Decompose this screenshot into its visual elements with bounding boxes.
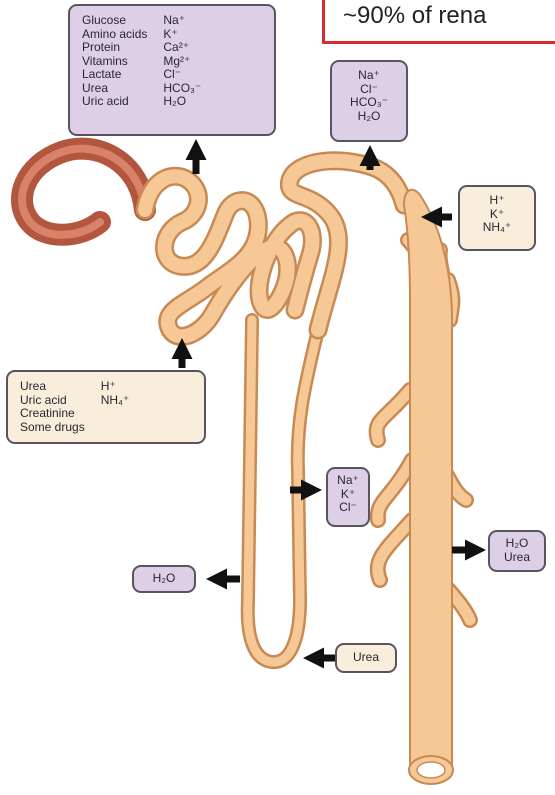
ion: Na⁺ — [163, 14, 201, 28]
secreted-organics: Urea Uric acid Creatinine Some drugs — [20, 380, 85, 434]
ion: Na⁺ — [332, 69, 406, 83]
loop-urea-box: Urea — [335, 643, 397, 673]
ion: HCO₃⁻ — [332, 96, 406, 110]
substance: Vitamins — [82, 55, 147, 69]
duct-reabsorption-box: H₂O Urea — [488, 530, 546, 572]
ion: Mg²⁺ — [163, 55, 201, 69]
ion: K⁺ — [328, 488, 368, 502]
ion: Cl⁻ — [328, 501, 368, 515]
ion: Na⁺ — [328, 474, 368, 488]
ion: NH₄⁺ — [101, 394, 130, 408]
substance: Urea — [20, 380, 85, 394]
substance: Creatinine — [20, 407, 85, 421]
ion: K⁺ — [460, 208, 534, 222]
substance: Urea — [490, 551, 544, 565]
ion: Cl⁻ — [163, 68, 201, 82]
descending-limb-box: H₂O — [132, 565, 196, 593]
ion: H₂O — [332, 110, 406, 124]
ascending-limb-box: Na⁺ K⁺ Cl⁻ — [326, 467, 370, 527]
ion: Cl⁻ — [332, 83, 406, 97]
substance: H₂O — [134, 572, 194, 586]
substance: Amino acids — [82, 28, 147, 42]
duct-secretion-box: H⁺ K⁺ NH₄⁺ — [458, 185, 536, 251]
distal-reabsorption-box: Na⁺ Cl⁻ HCO₃⁻ H₂O — [330, 60, 408, 142]
ion: NH₄⁺ — [460, 221, 534, 235]
substance: H₂O — [490, 537, 544, 551]
ion: Ca²⁺ — [163, 41, 201, 55]
ion: K⁺ — [163, 28, 201, 42]
ion: H⁺ — [460, 194, 534, 208]
substance: Lactate — [82, 68, 147, 82]
reabsorbed-ions: Na⁺ K⁺ Ca²⁺ Mg²⁺ Cl⁻ HCO₃⁻ H₂O — [163, 14, 201, 109]
bowmans-capsule — [22, 149, 145, 235]
proximal-convoluted-tubule — [145, 176, 312, 336]
substance: Uric acid — [82, 95, 147, 109]
reabsorbed-organics: Glucose Amino acids Protein Vitamins Lac… — [82, 14, 147, 109]
ion: H₂O — [163, 95, 201, 109]
callout-text: ~90% of rena — [343, 2, 486, 30]
secreted-ions: H⁺ NH₄⁺ — [101, 380, 130, 434]
proximal-secretion-box: Urea Uric acid Creatinine Some drugs H⁺ … — [6, 370, 206, 444]
substance: Uric acid — [20, 394, 85, 408]
substance: Some drugs — [20, 421, 85, 435]
collecting-duct — [377, 190, 470, 784]
substance: Protein — [82, 41, 147, 55]
proximal-reabsorption-box: Glucose Amino acids Protein Vitamins Lac… — [68, 4, 276, 136]
ion: HCO₃⁻ — [163, 82, 201, 96]
percentage-callout: ~90% of rena — [322, 0, 555, 44]
substance: Urea — [82, 82, 147, 96]
substance: Glucose — [82, 14, 147, 28]
substance: Urea — [337, 651, 395, 665]
ion: H⁺ — [101, 380, 130, 394]
